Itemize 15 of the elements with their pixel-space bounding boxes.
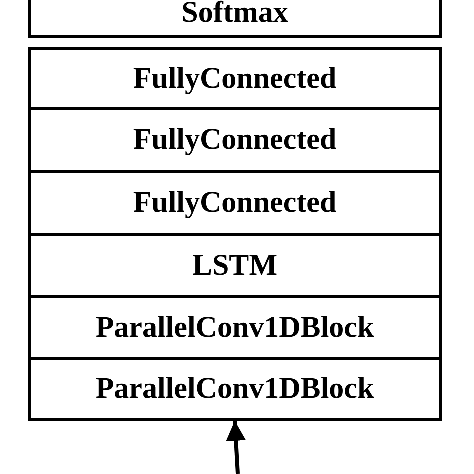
layer-label: FullyConnected: [133, 186, 337, 220]
layer-label: FullyConnected: [133, 123, 337, 157]
layer-box: [28, 107, 442, 173]
layer-box: [28, 0, 442, 38]
layer-label: ParallelConv1DBlock: [96, 372, 374, 406]
layer-box: [28, 357, 442, 421]
layer-label: FullyConnected: [133, 62, 337, 96]
arrow: [226, 420, 246, 474]
layer-box: [28, 170, 442, 236]
layer-box: [28, 47, 442, 110]
layer-box: [28, 295, 442, 360]
layer-label: ParallelConv1DBlock: [96, 310, 374, 344]
layer-label: LSTM: [192, 248, 278, 282]
layer-label: Softmax: [182, 0, 288, 30]
layer-box: [28, 233, 442, 298]
